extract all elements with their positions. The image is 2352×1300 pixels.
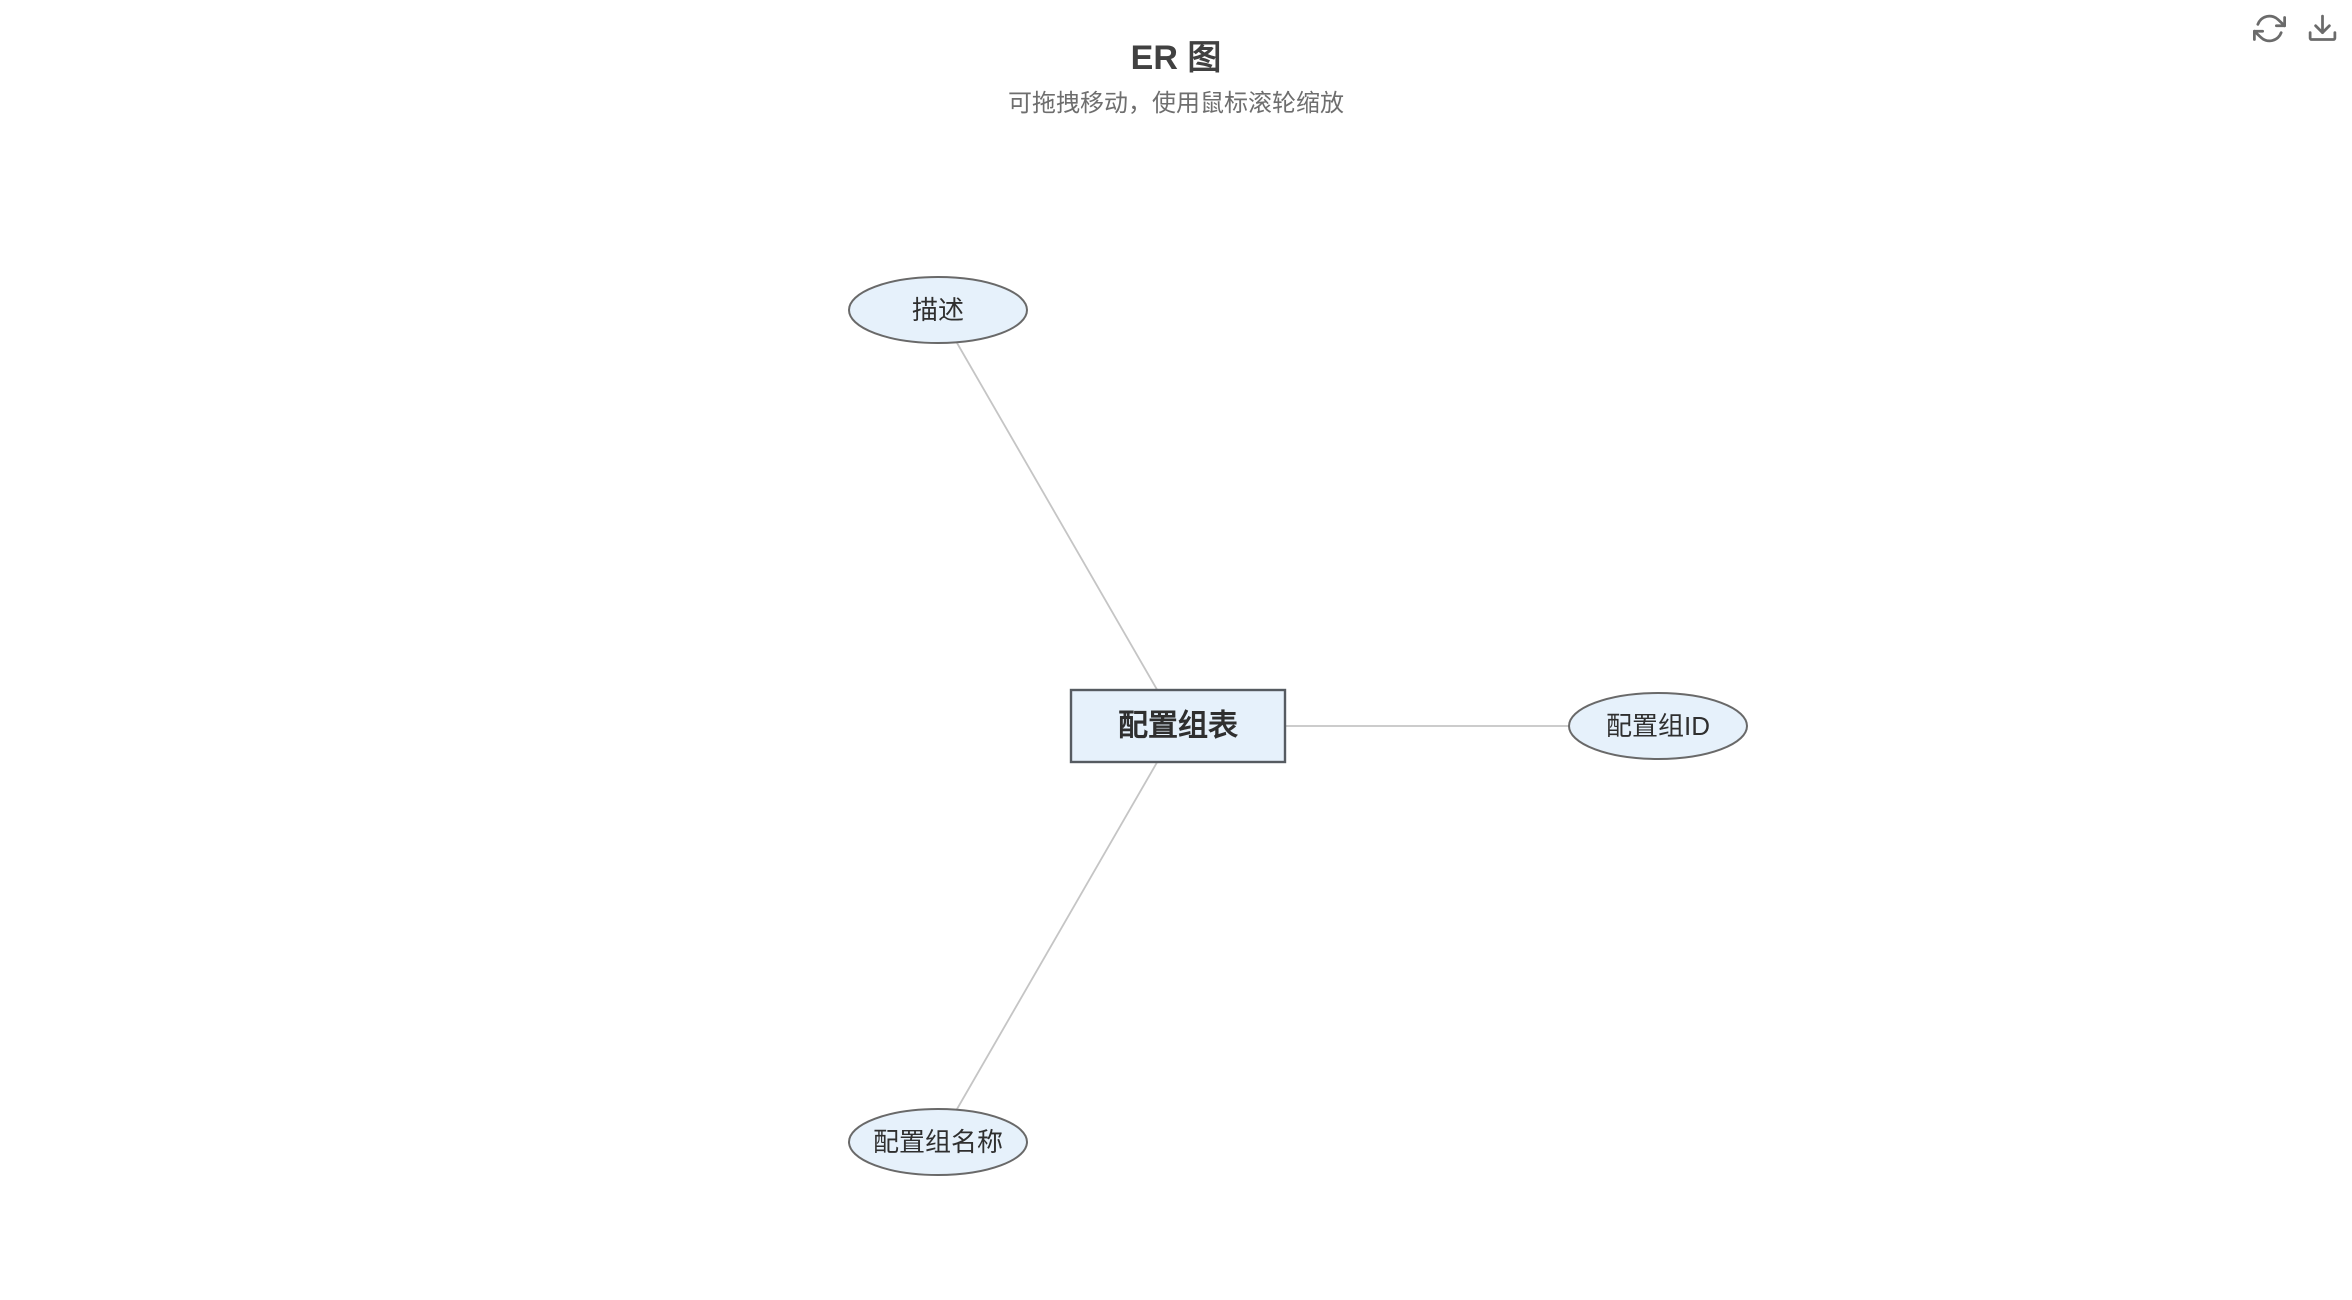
er-attribute-shape[interactable] [848, 1108, 1028, 1176]
er-entity-shape[interactable] [1069, 688, 1287, 764]
er-attribute-node-config-group-id[interactable]: 配置组ID [1568, 692, 1748, 760]
refresh-button[interactable] [2253, 12, 2286, 45]
er-attribute-node-desc[interactable]: 描述 [848, 276, 1028, 344]
er-attribute-shape[interactable] [1568, 692, 1748, 760]
er-attribute-label: 配置组ID [1606, 711, 1710, 741]
er-entity-node-config-group-table[interactable]: 配置组表 [1069, 688, 1287, 764]
toolbar [2253, 12, 2339, 45]
refresh-icon [2253, 14, 2286, 43]
download-icon [2308, 14, 2337, 41]
download-button[interactable] [2306, 12, 2339, 45]
er-attribute-node-config-group-name[interactable]: 配置组名称 [848, 1108, 1028, 1176]
er-entity-label: 配置组表 [1118, 709, 1238, 743]
er-attribute-label: 配置组名称 [873, 1127, 1003, 1157]
er-attribute-shape[interactable] [848, 276, 1028, 344]
er-edge-config-group-table-desc [937, 309, 1179, 727]
er-edge-config-group-table-config-group-name [937, 725, 1179, 1143]
er-attribute-label: 描述 [912, 295, 964, 325]
